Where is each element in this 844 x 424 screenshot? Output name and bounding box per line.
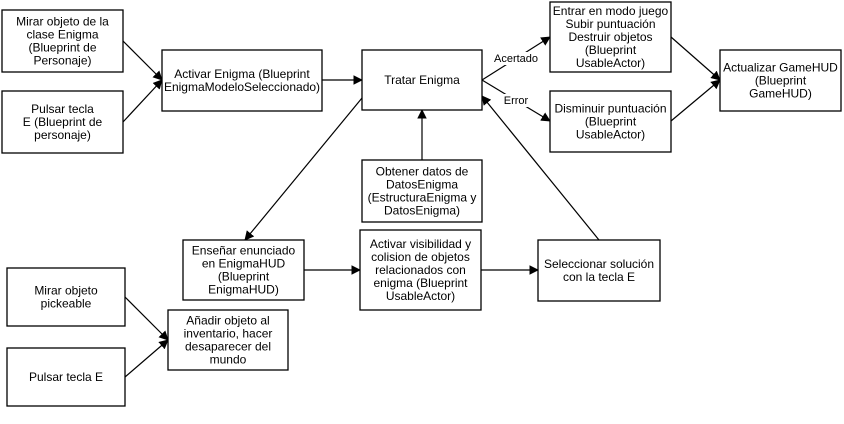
node-text-line: Activar Enigma (Blueprint <box>174 67 310 81</box>
node-text-line: Mirar objeto <box>34 284 98 298</box>
node-box <box>1 90 124 154</box>
edge-entrar-to-actualizar <box>670 36 721 81</box>
node-box <box>182 239 305 301</box>
node-text-line: personaje) <box>34 128 91 142</box>
node-text-line: Pulsar tecla <box>31 102 94 116</box>
node-box <box>6 347 126 407</box>
node-text-line: (Blueprint <box>218 270 270 284</box>
node-text-line: (Blueprint <box>585 115 637 129</box>
node-tratar-enigma: Tratar Enigma <box>361 49 483 111</box>
node-box <box>359 229 482 311</box>
edge-pulsar-e-to-anadir <box>124 339 169 378</box>
node-text-line: DatosEnigma <box>386 178 458 192</box>
node-box <box>361 159 483 223</box>
node-box <box>537 239 661 302</box>
node-text-line: Añadir objeto al <box>186 314 269 328</box>
node-text-line: Obtener datos de <box>376 165 469 179</box>
node-text-line: Actualizar GameHUD <box>723 61 838 75</box>
node-text-line: pickeable <box>41 297 92 311</box>
node-text-line: en EnigmaHUD <box>202 257 286 271</box>
node-text-line: clase Enigma <box>26 28 98 42</box>
node-box <box>549 90 672 153</box>
node-text-line: EnigmaModeloSeleccionado) <box>164 80 320 94</box>
node-text-line: Tratar Enigma <box>384 73 460 87</box>
node-text-line: (Blueprint <box>585 43 637 57</box>
node-text-line: EnigmaHUD) <box>208 283 279 297</box>
node-text-line: relacionados con <box>375 263 466 277</box>
node-text-line: Entrar en modo juego <box>553 4 669 18</box>
edge-mirar-pickeable-to-anadir <box>124 296 169 341</box>
edge-pulsar-e-to-activar <box>122 79 163 123</box>
node-text-line: Mirar objeto de la <box>16 15 109 29</box>
node-text-line: con la tecla E <box>563 270 635 284</box>
node-text-line: Personaje) <box>33 54 91 68</box>
node-text-line: colision de objetos <box>371 250 470 264</box>
node-box <box>549 1 672 73</box>
node-text-line: Destruir objetos <box>568 30 652 44</box>
edge-label-acertado: Acertado <box>494 53 538 65</box>
node-text-line: Subir puntuación <box>565 17 655 31</box>
node-text-line: Activar visibilidad y <box>370 237 471 251</box>
node-box <box>1 9 124 73</box>
edge-label-bg <box>489 52 543 65</box>
node-text-line: (Blueprint de <box>28 41 96 55</box>
edge-label-bg <box>498 94 534 107</box>
node-box <box>161 49 323 112</box>
node-text-line: UsableActor) <box>386 289 455 303</box>
node-text-line: desaparecer del <box>185 340 271 354</box>
node-text-line: Enseñar enunciado <box>192 244 296 258</box>
node-obtener-datos: Obtener datos deDatosEnigma(EstructuraEn… <box>361 159 483 223</box>
node-box <box>6 267 126 327</box>
node-text-line: (EstructuraEnigma y <box>368 191 477 205</box>
edge-seleccionar-to-tratar <box>481 95 600 241</box>
node-text-line: enigma (Blueprint <box>373 276 468 290</box>
edges-layer <box>122 36 721 378</box>
node-box <box>167 309 289 371</box>
node-text-line: UsableActor) <box>576 56 645 70</box>
node-activar-enigma: Activar Enigma (BlueprintEnigmaModeloSel… <box>161 49 323 112</box>
node-text-line: inventario, hacer <box>184 327 273 341</box>
edge-tratar-to-ensenar <box>244 97 363 241</box>
node-text-line: E (Blueprint de <box>23 115 103 129</box>
node-text-line: (Blueprint <box>755 74 807 88</box>
edge-mirar-enigma-to-activar <box>122 40 163 81</box>
node-box <box>719 49 842 112</box>
node-text-line: Pulsar tecla E <box>29 370 103 384</box>
node-text-line: Disminuir puntuación <box>554 102 666 116</box>
node-disminuir-puntuacion: Disminuir puntuación(BlueprintUsableActo… <box>549 90 672 153</box>
node-pulsar-e: Pulsar tecla E <box>6 347 126 407</box>
node-text-line: GameHUD) <box>749 87 812 101</box>
node-text-line: mundo <box>210 353 247 367</box>
node-box <box>361 49 483 111</box>
edge-disminuir-to-actualizar <box>670 79 721 122</box>
node-text-line: Seleccionar solución <box>544 257 654 271</box>
node-text-line: DatosEnigma) <box>384 204 460 218</box>
edge-label-error: Error <box>504 95 529 107</box>
node-text-line: UsableActor) <box>576 128 645 142</box>
